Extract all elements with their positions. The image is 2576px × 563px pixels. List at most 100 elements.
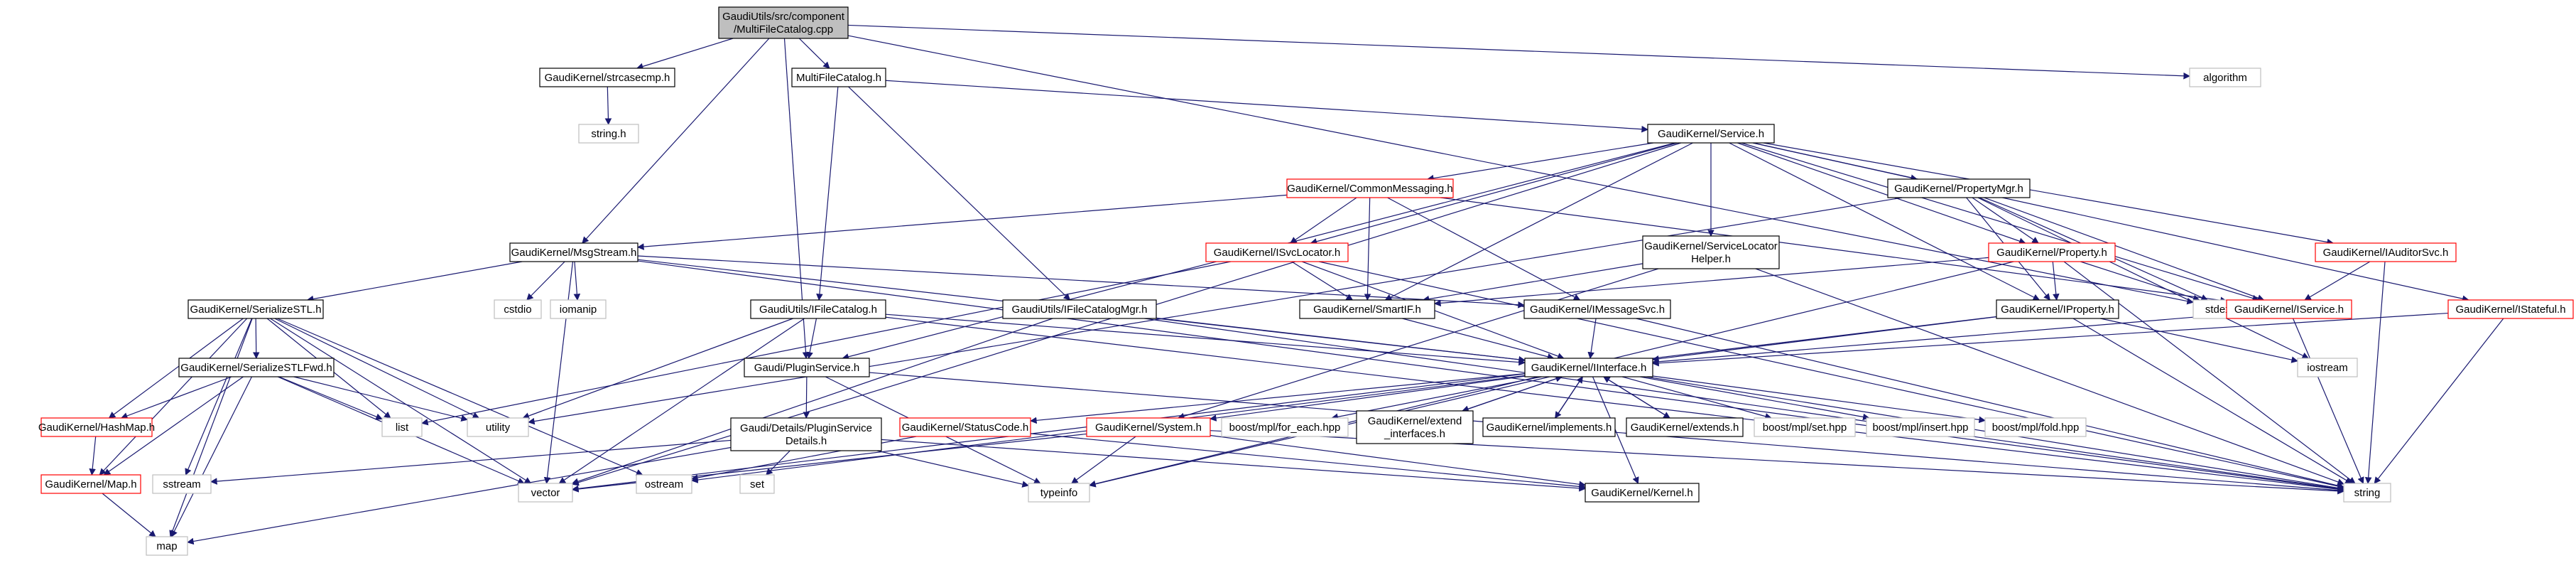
node-label: Details.h [786, 435, 827, 447]
node-algorithm: algorithm [2189, 68, 2261, 87]
node-extends[interactable]: GaudiKernel/extends.h [1626, 417, 1744, 437]
node-label: GaudiKernel/IMessageSvc.h [1530, 304, 1665, 316]
node-box [467, 417, 529, 437]
edge-root-to-algorithm [847, 24, 2190, 80]
node-box [1221, 417, 1349, 437]
node-ifilecat[interactable]: GaudiUtils/IFileCatalog.h [750, 299, 886, 319]
edge-strcasecmp-to-string_h [604, 86, 612, 125]
edge-extends-to-iinterface [1603, 376, 1670, 419]
edge-layer [89, 24, 2504, 545]
node-box [188, 299, 324, 319]
node-propmgr[interactable]: GaudiKernel/PropertyMgr.h [1887, 178, 2031, 198]
node-box [146, 536, 188, 556]
node-isvcloc[interactable]: GaudiKernel/ISvcLocator.h [1205, 242, 1349, 262]
node-istateful[interactable]: GaudiKernel/IStateful.h [2447, 299, 2574, 319]
edge-iproperty-to-string [2072, 318, 2352, 484]
node-ifilecatmgr[interactable]: GaudiUtils/IFileCatalogMgr.h [1002, 299, 1157, 319]
edge-iservice-to-string [2292, 318, 2364, 484]
node-mfc[interactable]: MultiFileCatalog.h [791, 68, 886, 87]
edge-iinterface-to-mplinsert [1640, 376, 1870, 421]
node-box [2189, 68, 2261, 87]
edge-extendinterfaces-to-iinterface [1462, 375, 1563, 412]
node-label: typeinfo [1040, 487, 1078, 499]
node-box [550, 299, 607, 319]
node-statuscode[interactable]: GaudiKernel/StatusCode.h [899, 417, 1031, 437]
node-box [1887, 178, 2031, 198]
node-service[interactable]: GaudiKernel/Service.h [1647, 124, 1775, 144]
edge-root-to-stdexcept [847, 35, 2194, 305]
node-box [791, 68, 886, 87]
node-kernel[interactable]: GaudiKernel/Kernel.h [1585, 483, 1700, 503]
node-label: GaudiKernel/HashMap.h [38, 422, 155, 434]
node-hashmap[interactable]: GaudiKernel/HashMap.h [38, 417, 155, 437]
edge-system-to-typeinfo [1071, 436, 1136, 484]
node-strcasecmp[interactable]: GaudiKernel/strcasecmp.h [539, 68, 675, 87]
edge-isvcloc-to-smartif [1291, 261, 1354, 301]
node-label: GaudiKernel/PropertyMgr.h [1894, 183, 2023, 195]
edge-ifilecat-to-utility [522, 318, 793, 419]
node-commonmsg[interactable]: GaudiKernel/CommonMessaging.h [1286, 178, 1454, 198]
edge-commonmsg-to-msgstream [637, 194, 1288, 250]
node-serstlfwd[interactable]: GaudiKernel/SerializeSTLFwd.h [178, 358, 335, 377]
node-serstl[interactable]: GaudiKernel/SerializeSTL.h [188, 299, 324, 319]
edge-property-to-string [2063, 261, 2356, 484]
edge-propmgr-to-property [1972, 197, 2039, 244]
edge-mfc-to-ifilecat [816, 86, 839, 301]
node-iproperty[interactable]: GaudiKernel/IProperty.h [1996, 299, 2119, 319]
node-string_h: string.h [578, 124, 639, 144]
edge-commonmsg-to-imsgsvc [1387, 197, 1581, 301]
node-msgstream[interactable]: GaudiKernel/MsgStream.h [509, 242, 638, 262]
node-label: MultiFileCatalog.h [796, 72, 881, 84]
edge-property-to-smartif [1434, 257, 1989, 307]
node-label: GaudiKernel/IProperty.h [2001, 304, 2114, 316]
node-box [744, 358, 870, 377]
edge-iauditorsvc-to-iservice [2304, 261, 2371, 301]
node-iservice[interactable]: GaudiKernel/IService.h [2226, 299, 2352, 319]
node-pluginsvc[interactable]: Gaudi/PluginService.h [744, 358, 870, 377]
node-root[interactable]: GaudiUtils/src/component/MultiFileCatalo… [718, 6, 849, 39]
edge-root-to-strcasecmp [636, 38, 734, 70]
node-label: list [396, 422, 409, 434]
node-label: GaudiKernel/ServiceLocator [1644, 240, 1778, 252]
node-property[interactable]: GaudiKernel/Property.h [1988, 242, 2116, 262]
node-string: string [2343, 483, 2391, 503]
node-label: Gaudi/PluginService.h [754, 362, 859, 374]
node-foreach: boost/mpl/for_each.hpp [1221, 417, 1349, 437]
edge-ifilecatmgr-to-string [1144, 318, 2344, 492]
node-iauditorsvc[interactable]: GaudiKernel/IAuditorSvc.h [2315, 242, 2457, 262]
edge-iinterface-to-mplset [1621, 376, 1772, 420]
edge-svclochelper-to-string [1755, 268, 2344, 486]
node-map_h[interactable]: GaudiKernel/Map.h [40, 474, 141, 494]
edge-svclochelper-to-smartif [1422, 263, 1643, 303]
node-vector: vector [518, 483, 573, 503]
node-box [1984, 417, 2087, 437]
node-label: ostream [645, 478, 683, 490]
edge-ifilecatmgr-to-vector [571, 318, 1053, 485]
node-system[interactable]: GaudiKernel/System.h [1086, 417, 1211, 437]
node-box [750, 299, 886, 319]
edge-property-to-iproperty [2052, 261, 2060, 301]
node-smartif[interactable]: GaudiKernel/SmartIF.h [1299, 299, 1435, 319]
node-extendinterfaces[interactable]: GaudiKernel/extend_interfaces.h [1356, 410, 1474, 444]
edge-serstl-to-vector [270, 318, 532, 484]
node-implements[interactable]: GaudiKernel/implements.h [1482, 417, 1616, 437]
edge-psdetails-to-kernel [881, 439, 1586, 492]
edge-psdetails-to-sstream [210, 439, 732, 485]
edge-pluginsvc-to-psdetails [803, 376, 810, 419]
node-map: map [146, 536, 188, 556]
node-imsgsvc[interactable]: GaudiKernel/IMessageSvc.h [1523, 299, 1671, 319]
node-layer: GaudiUtils/src/component/MultiFileCatalo… [38, 6, 2574, 556]
node-label: GaudiKernel/strcasecmp.h [545, 72, 670, 84]
edge-isvcloc-to-string [1318, 261, 2344, 490]
node-cstdio: cstdio [494, 299, 542, 319]
edge-mfc-to-service [885, 80, 1648, 133]
edge-msgstream-to-serstl [306, 261, 523, 303]
node-box [578, 124, 639, 144]
edge-commonmsg-to-smartif [1364, 197, 1371, 301]
node-iinterface[interactable]: GaudiKernel/IInterface.h [1524, 358, 1653, 377]
node-label: GaudiUtils/src/component [722, 11, 845, 23]
node-box [1299, 299, 1435, 319]
node-label: GaudiKernel/implements.h [1487, 422, 1612, 434]
